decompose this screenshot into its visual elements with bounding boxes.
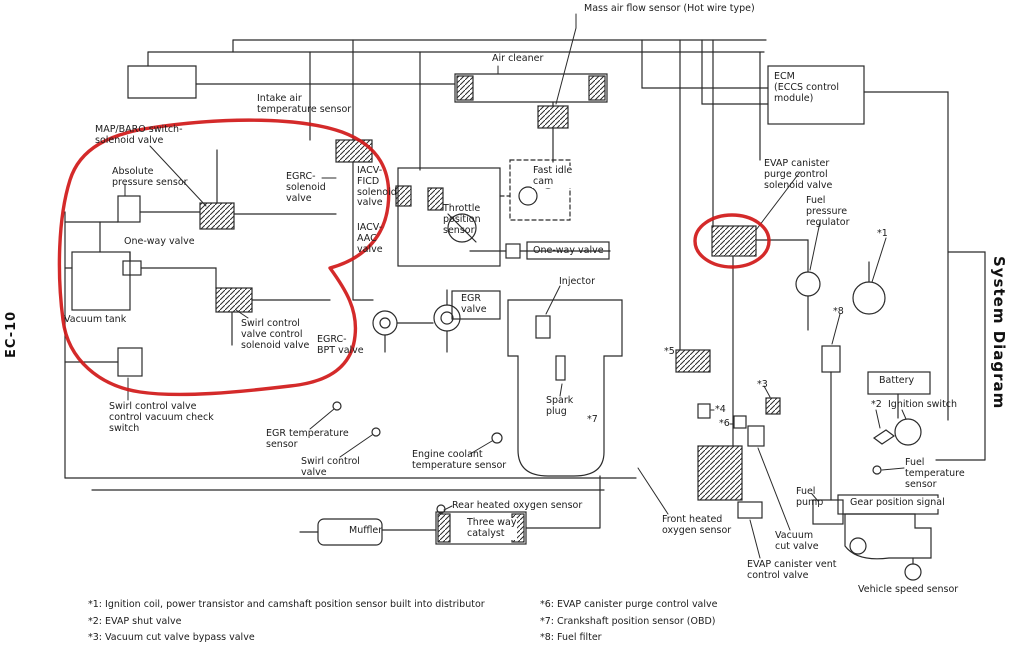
label-injector: Injector: [559, 276, 595, 287]
label-egr-temp-sensor: EGR temperature sensor: [266, 428, 349, 450]
footnote-7: *7: Crankshaft position sensor (OBD): [540, 616, 716, 627]
label-ref-7: *7: [587, 414, 598, 425]
footnote-3: *3: Vacuum cut valve bypass valve: [88, 632, 255, 643]
label-swirl-check-switch: Swirl control valve control vacuum check…: [109, 401, 214, 434]
label-battery: Battery: [879, 375, 915, 386]
label-ref-2: *2: [871, 399, 882, 410]
label-fuel-pump: Fuel pump: [796, 486, 824, 508]
label-ref-3: *3: [757, 379, 768, 390]
label-map-baro-solenoid-valve: MAP/BARO switch- solenoid valve: [95, 124, 183, 146]
label-front-heated-oxygen-sensor: Front heated oxygen sensor: [662, 514, 732, 536]
label-spark-plug: Spark plug: [546, 395, 574, 417]
label-evap-purge-solenoid-valve: EVAP canister purge control solenoid val…: [764, 158, 833, 191]
label-ref-5: *5: [664, 346, 675, 357]
label-vehicle-speed-sensor: Vehicle speed sensor: [858, 584, 959, 595]
label-gear-position-signal: Gear position signal: [849, 497, 946, 509]
label-rear-heated-oxygen-sensor: Rear heated oxygen sensor: [452, 500, 583, 511]
label-intake-air-temp-sensor: Intake air temperature sensor: [257, 93, 352, 115]
label-egrc-solenoid-valve: EGRC- solenoid valve: [286, 171, 326, 204]
label-mass-air-flow-sensor: Mass air flow sensor (Hot wire type): [584, 3, 755, 14]
label-muffler: Muffler: [349, 525, 383, 536]
label-fuel-temp-sensor: Fuel temperature sensor: [905, 457, 965, 490]
label-ref-6: *6: [719, 418, 730, 429]
red-highlight-vacuum-group: [57, 118, 391, 397]
label-ref-8: *8: [833, 306, 844, 317]
label-ref-1: *1: [877, 228, 888, 239]
label-fuel-pressure-regulator: Fuel pressure regulator: [806, 195, 850, 228]
label-engine-coolant-temp-sensor: Engine coolant temperature sensor: [412, 449, 507, 471]
red-highlight-evap-purge-solenoid: [693, 213, 771, 269]
footnote-1: *1: Ignition coil, power transistor and …: [88, 599, 485, 610]
label-throttle-position-sensor: Throttle position sensor: [443, 203, 481, 236]
label-vacuum-cut-valve: Vacuum cut valve: [775, 530, 819, 552]
label-one-way-valve-center: One-way valve: [533, 245, 604, 256]
label-iacv-aac-valve: IACV- AAC valve: [357, 222, 383, 255]
page-code-ec10: EC-10: [4, 310, 19, 358]
footnote-8: *8: Fuel filter: [540, 632, 602, 643]
footnote-6: *6: EVAP canister purge control valve: [540, 599, 718, 610]
label-ref-4: *4: [715, 404, 726, 415]
page-title-system-diagram: System Diagram: [990, 256, 1008, 410]
label-fast-idle-cam: Fast idle cam: [532, 165, 574, 188]
label-air-cleaner: Air cleaner: [492, 53, 544, 64]
label-egrc-bpt-valve: EGRC- BPT valve: [317, 334, 364, 356]
footnote-2: *2: EVAP shut valve: [88, 616, 182, 627]
label-evap-canister-vent-valve: EVAP canister vent control valve: [747, 559, 837, 581]
label-ecm: ECM (ECCS control module): [774, 71, 839, 104]
label-ignition-switch: Ignition switch: [888, 399, 958, 410]
label-swirl-control-solenoid-valve: Swirl control valve control solenoid val…: [241, 318, 310, 351]
label-swirl-control-valve: Swirl control valve: [301, 456, 360, 478]
label-vacuum-tank: Vacuum tank: [64, 314, 127, 325]
label-one-way-valve-left: One-way valve: [124, 236, 195, 247]
label-three-way-catalyst: Three way catalyst: [466, 517, 518, 540]
label-absolute-pressure-sensor: Absolute pressure sensor: [112, 166, 188, 188]
label-iacv-ficd-solenoid-valve: IACV- FICD solenoid valve: [357, 165, 397, 209]
label-egr-valve: EGR valve: [461, 293, 487, 315]
